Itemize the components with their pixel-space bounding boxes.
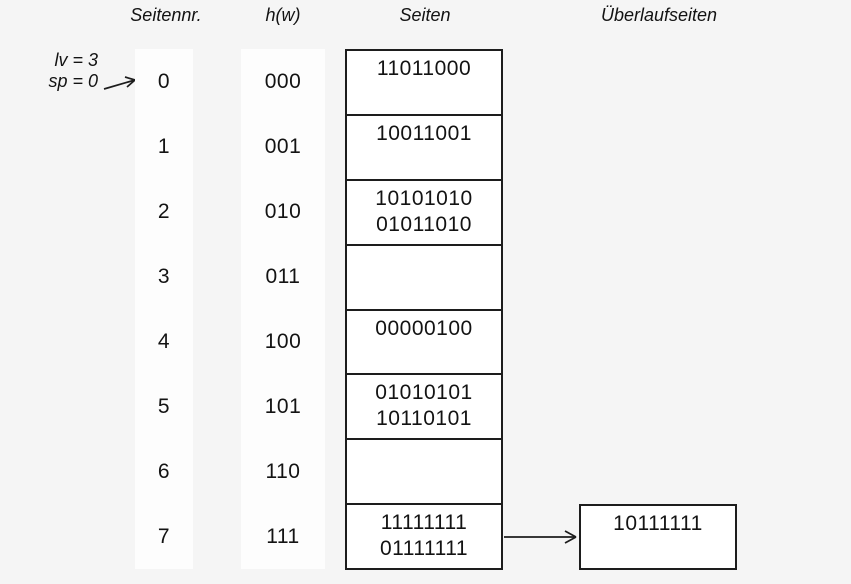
page-entry: 01011010: [376, 212, 472, 236]
hash-value-cell: 100: [264, 329, 302, 353]
page-cell-7: 11111111 01111111: [347, 503, 501, 568]
hash-value-cell: 010: [264, 199, 302, 223]
page-entry: [347, 147, 501, 173]
overflow-page-entry: 10111111: [613, 512, 703, 535]
page-entry: [347, 342, 501, 368]
page-entry: [347, 471, 501, 497]
page-entry: 10101010: [375, 186, 473, 210]
hash-value-cell: 111: [266, 524, 300, 548]
page-entry: 11111111: [380, 511, 468, 535]
hash-value-cell: 011: [265, 264, 301, 288]
page-entry: [347, 445, 501, 471]
page-number-cell: 0: [157, 69, 171, 93]
page-entry: [347, 277, 501, 303]
page-number-cell: 4: [157, 329, 171, 353]
column-header-hash-function: h(w): [265, 5, 301, 25]
page-number-cell: 2: [157, 199, 171, 223]
overflow-page-box: 10111111: [579, 504, 737, 570]
page-cell-3: [347, 243, 501, 309]
page-number-cell: 5: [157, 394, 171, 418]
hash-value-column: 000 001 010 011 100 101 110 111: [241, 49, 325, 569]
page-number-cell: 3: [157, 264, 171, 288]
page-number-cell: 6: [157, 459, 171, 483]
page-cell-2: 10101010 01011010: [347, 178, 501, 244]
page-entry: 01010101: [375, 381, 473, 405]
column-header-overflow-pages: Überlaufseiten: [600, 5, 718, 25]
page-number-cell: 1: [157, 134, 171, 158]
page-number-column: 0 1 2 3 4 5 6 7: [135, 49, 193, 569]
page-cell-0: 11011000: [347, 51, 501, 114]
page-entry: [347, 82, 501, 108]
sp-label: sp = 0: [48, 71, 98, 91]
page-cell-4: 00000100: [347, 308, 501, 374]
page-entry: 10011001: [376, 121, 472, 145]
pages-column: 11011000 10011001 10101010 01011010 0000…: [345, 49, 503, 570]
column-header-pages: Seiten: [399, 5, 451, 25]
hash-value-cell: 001: [264, 134, 302, 158]
split-pointer-arrow-icon: [103, 76, 136, 90]
state-annotation: lv = 3 sp = 0: [18, 50, 98, 92]
page-entry: 01111111: [379, 537, 469, 561]
page-entry: 11011000: [376, 57, 472, 80]
hash-value-cell: 110: [265, 459, 301, 483]
lv-label: lv = 3: [54, 50, 98, 70]
overflow-arrow-icon: [504, 530, 577, 544]
hash-value-cell: 101: [264, 394, 302, 418]
hash-value-cell: 000: [264, 69, 302, 93]
column-header-page-number: Seitennr.: [130, 5, 202, 25]
page-number-cell: 7: [157, 524, 171, 548]
page-cell-6: [347, 438, 501, 503]
page-cell-1: 10011001: [347, 113, 501, 179]
page-entry: 00000100: [375, 316, 473, 340]
page-entry: [347, 251, 501, 277]
page-entry: 10110101: [376, 407, 472, 431]
page-cell-5: 01010101 10110101: [347, 373, 501, 438]
